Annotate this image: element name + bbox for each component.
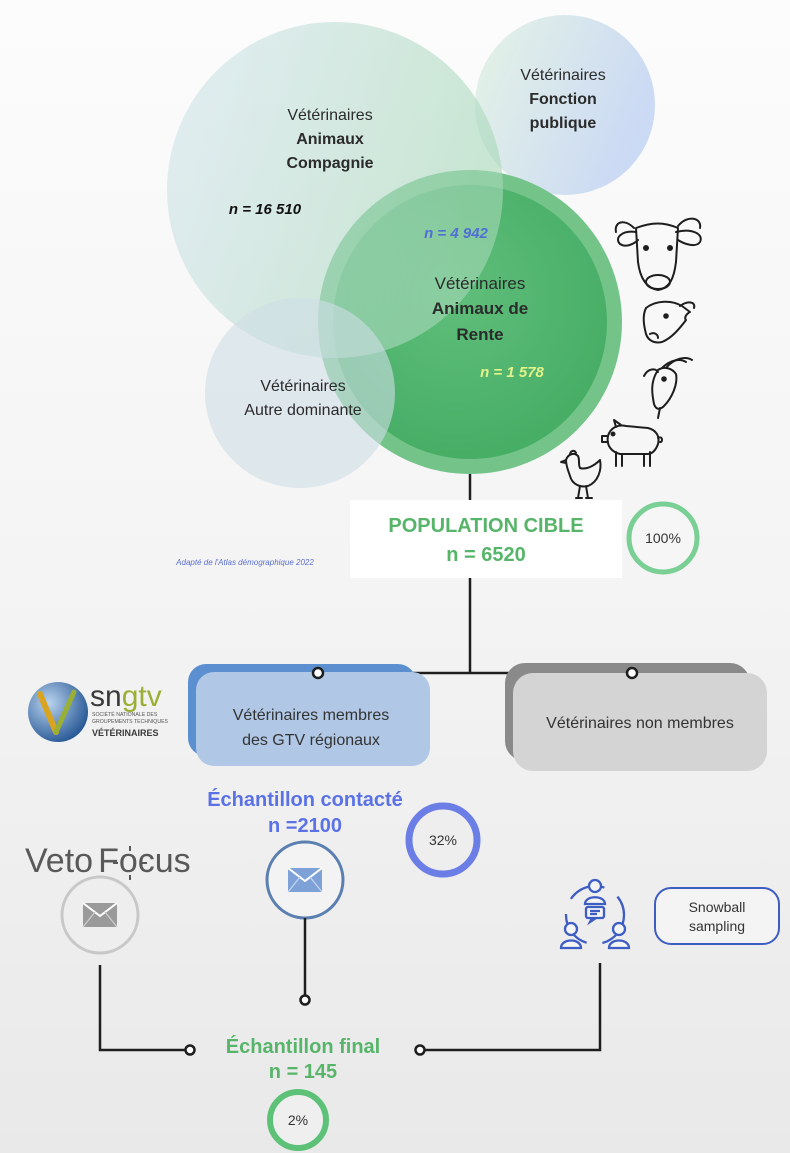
population-box-bg [350,500,622,578]
contacted-percent-badge: 32% [405,802,481,878]
final-count: n = 145 [269,1061,337,1083]
sngtv-logo-v-right [53,689,77,735]
snowball-label-1: Snowball [689,899,746,915]
rente-label-3: Rente [456,325,503,344]
final-percent-badge: 2% [267,1089,329,1151]
rente-label-2: Animaux de [432,299,528,318]
rente-mixte-count: n = 1 578 [480,364,544,381]
bovine-side-icon [642,300,696,344]
autre-dominante-label-2: Autre dominante [244,402,362,419]
connector-dot-non-members [625,666,639,680]
connector-dot-vetofocus [184,1044,196,1056]
snowball-box-bg [654,887,780,945]
vetofocus-logo-part-a: Veto [25,842,93,880]
crosshair-icon [113,846,147,880]
sngtv-logo-sub1: SOCIÉTÉ NATIONALE DES [92,711,158,718]
compagnie-label-2: Animaux [296,131,364,148]
pig-icon [601,419,664,467]
venn-diagram: Vétérinaires Animaux Compagnie n = 16 51… [167,15,655,488]
circle-autre-dominante [205,298,395,488]
contacted-title: Échantillon contacté [207,788,403,811]
fonction-publique-label-1: Vétérinaires [520,67,605,84]
final-percent-ring [267,1089,329,1151]
non-members-box: Vétérinaires non membres [505,663,767,771]
members-box-bg [196,672,430,766]
population-title: POPULATION CIBLE [388,515,583,537]
mail-icon [82,902,118,928]
rente-overlap-count: n = 4 942 [424,225,488,242]
members-label-1: Vétérinaires membres [233,707,390,724]
chicken-icon [560,449,602,499]
animals-illustration [560,217,702,499]
members-box: Vétérinaires membres des GTV régionaux [188,664,430,766]
snowball-label-2: sampling [689,918,745,934]
population-count: n = 6520 [446,544,526,566]
sngtv-logo-sub2: GROUPEMENTS TECHNIQUES [92,719,169,725]
population-percent-badge: 100% [626,501,700,575]
vetofocus-logo-part-b: Focus [98,842,191,880]
sngtv-logo-name-b: gtv [122,680,162,713]
population-percent-ring [626,501,700,575]
compagnie-label-3: Compagnie [286,155,373,172]
source-note: Adapté de l'Atlas démographique 2022 [175,558,314,567]
final-percent: 2% [288,1112,308,1128]
non-members-label: Vétérinaires non membres [546,715,734,732]
circle-fonction-publique [475,15,655,195]
autre-dominante-label-1: Vétérinaires [260,378,345,395]
population-cible-box: POPULATION CIBLE n = 6520 [350,500,622,578]
members-label-2: des GTV régionaux [242,732,380,749]
sngtv-logo-sub3: VÉTÉRINAIRES [92,728,159,738]
sngtv-logo-name: sngtv [90,680,162,713]
connector-dot-contacted [299,994,311,1006]
circle-compagnie [167,22,503,358]
goat-icon [643,357,693,419]
vetofocus-mail-badge [60,875,140,955]
final-title: Échantillon final [226,1035,380,1058]
population-percent: 100% [645,530,681,546]
connector-vetofocus-final [98,965,190,1052]
compagnie-label-1: Vétérinaires [287,107,372,124]
sngtv-logo: sngtv SOCIÉTÉ NATIONALE DES GROUPEMENTS … [28,680,169,742]
contacted-percent-ring [405,802,481,878]
mail-icon [287,867,323,893]
sngtv-logo-v-left [37,691,59,735]
fonction-publique-label-2: Fonction [529,91,597,108]
fonction-publique-label-3: publique [530,115,597,132]
non-members-box-bg [513,673,767,771]
snowball-label-box: Snowball sampling [654,887,780,945]
connector-dot-snowball [414,1044,426,1056]
connector-dot-members [311,666,325,680]
rente-label-1: Vétérinaires [435,274,526,293]
connector-snowball-final [420,963,602,1052]
contacted-percent: 32% [429,832,457,848]
people-network-icon [559,878,631,950]
cow-icon [614,217,702,291]
compagnie-count: n = 16 510 [229,201,302,218]
sngtv-logo-name-a: sn [90,680,122,713]
contacted-mail-badge [265,840,345,920]
contacted-count: n =2100 [268,815,342,837]
